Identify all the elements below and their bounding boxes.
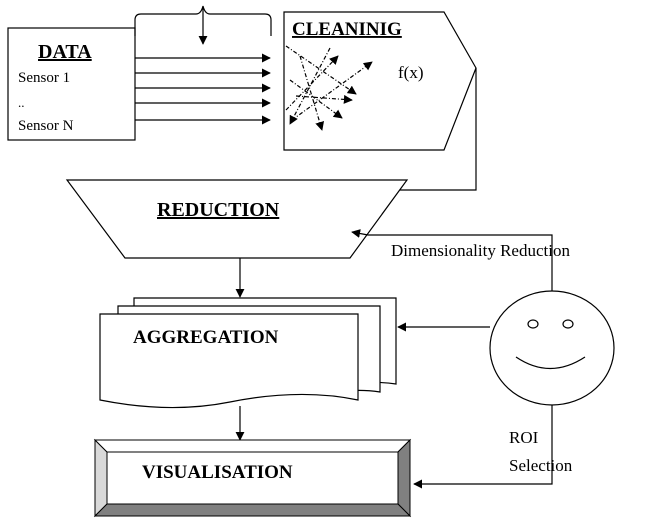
roi-label-line2: Selection [509, 456, 573, 475]
dimensionality-connector [351, 229, 553, 308]
visualisation-title: VISUALISATION [142, 462, 293, 483]
sensor-arrows [135, 53, 271, 125]
sensor-last-label: Sensor N [18, 118, 74, 134]
input-brace [134, 5, 272, 36]
reduction-block: REDUCTION [65, 179, 409, 259]
sensor-ellipsis: .. [18, 95, 25, 110]
reduction-title: REDUCTION [157, 199, 280, 221]
cleaning-block: CLEANINIG f(x) [283, 11, 477, 151]
smiley-mouth [515, 356, 586, 369]
cleaning-scatter-arrows [285, 45, 373, 131]
aggregation-title: AGGREGATION [133, 327, 279, 348]
data-box: DATA Sensor 1 .. Sensor N [7, 27, 136, 141]
dimensionality-label: Dimensionality Reduction [391, 241, 570, 260]
sensor-first-label: Sensor 1 [18, 70, 70, 86]
visualisation-block: VISUALISATION [93, 438, 412, 518]
cleaning-function: f(x) [398, 63, 423, 82]
smiley-left-eye [527, 319, 539, 329]
smiley-right-eye [562, 319, 574, 329]
roi-label-line1: ROI [509, 428, 539, 447]
smiley-user [489, 290, 615, 406]
cleaning-title: CLEANINIG [292, 19, 402, 40]
data-title: DATA [38, 41, 92, 63]
roi-connector [413, 405, 553, 489]
aggregation-block: AGGREGATION [99, 297, 397, 409]
